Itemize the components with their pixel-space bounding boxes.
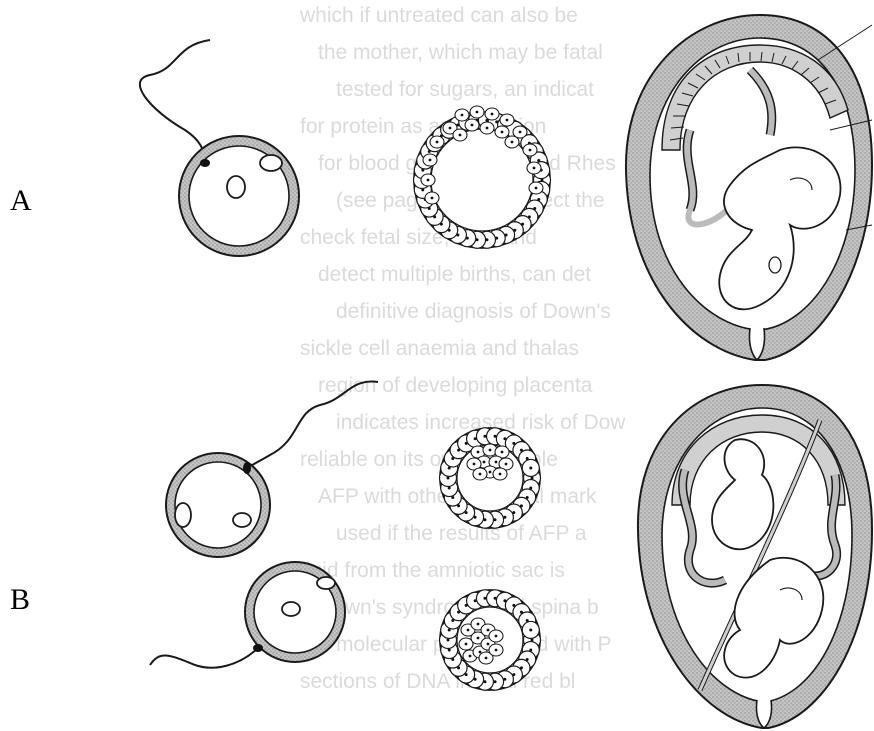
ovum-a-nucleus (227, 176, 245, 198)
cell-nucleus (449, 127, 452, 130)
cell-nucleus (487, 629, 490, 632)
uterus-b (638, 385, 872, 728)
cell-nucleus (477, 451, 480, 454)
cell-nucleus (431, 197, 434, 200)
cell-nucleus (479, 473, 482, 476)
cell-nucleus (529, 149, 532, 152)
row-label-b: B (10, 583, 30, 617)
cell-nucleus (529, 466, 532, 469)
cell-nucleus (505, 463, 508, 466)
cell-nucleus (506, 119, 509, 122)
cell-nucleus (461, 114, 464, 117)
row-label-a: A (10, 184, 32, 218)
ovum-b1-nucleus (233, 513, 251, 527)
cell-nucleus (535, 187, 538, 190)
cell-nucleus (476, 111, 479, 114)
show-through-line: the mother, which may be fatal (318, 41, 603, 64)
cell-nucleus (473, 463, 476, 466)
show-through-line: fluid from the amniotic sac is (300, 559, 565, 582)
cell-nucleus (491, 113, 494, 116)
cell-nucleus (427, 179, 430, 182)
zygote-a (140, 40, 299, 256)
polar-body-b1 (175, 503, 191, 527)
sperm-tail-a (140, 40, 210, 163)
show-through-line: which if untreated can also be (299, 4, 578, 27)
cell-nucleus (479, 651, 482, 654)
cell-nucleus (469, 655, 472, 658)
cell-nucleus (467, 629, 470, 632)
cell-nucleus (501, 451, 504, 454)
cell-nucleus (429, 159, 432, 162)
sperm-head-b2 (253, 644, 263, 652)
cell-nucleus (495, 649, 498, 652)
cell-nucleus (436, 141, 439, 144)
polar-body-a (260, 155, 282, 171)
cell-nucleus (501, 131, 504, 134)
cell-nucleus (495, 461, 498, 464)
cell-nucleus (529, 628, 532, 631)
show-through-line: used if the results of AFP a (336, 522, 587, 545)
show-through-line: sickle cell anaemia and thalas (300, 337, 579, 360)
cell-nucleus (477, 637, 480, 640)
cell-nucleus (495, 635, 498, 638)
cell-nucleus (465, 643, 468, 646)
cell-nucleus (477, 623, 480, 626)
cell-nucleus (499, 473, 502, 476)
show-through-text: which if untreated can also be the mother… (299, 4, 626, 693)
show-through-line: detect multiple births, can det (318, 263, 591, 286)
blastocyst-b1 (440, 428, 541, 528)
show-through-line: sections of DNA in fetal red bl (300, 670, 575, 693)
show-through-line: region of developing placenta (318, 374, 593, 397)
cell-nucleus (485, 657, 488, 660)
cell-nucleus (489, 449, 492, 452)
cell-nucleus (487, 643, 490, 646)
cell-nucleus (486, 127, 489, 130)
ovum-b2-nucleus (282, 602, 300, 616)
cell-nucleus (483, 461, 486, 464)
cell-nucleus (489, 471, 492, 474)
sperm-head-a (200, 159, 210, 167)
sperm-tail-b2 (150, 648, 258, 668)
blastocyst-b2 (440, 590, 541, 690)
sperm-head-b1 (243, 462, 251, 474)
uterus-a (626, 15, 872, 360)
zygote-b2 (150, 562, 345, 668)
show-through-line: tested for sugars, an indicat (336, 78, 594, 101)
cell-nucleus (471, 124, 474, 127)
cell-nucleus (459, 134, 462, 137)
cell-nucleus (511, 141, 514, 144)
show-through-line: definitive diagnosis of Down's (336, 300, 611, 323)
cell-nucleus (533, 167, 536, 170)
cell-nucleus (519, 131, 522, 134)
polar-body-b2 (317, 577, 335, 589)
